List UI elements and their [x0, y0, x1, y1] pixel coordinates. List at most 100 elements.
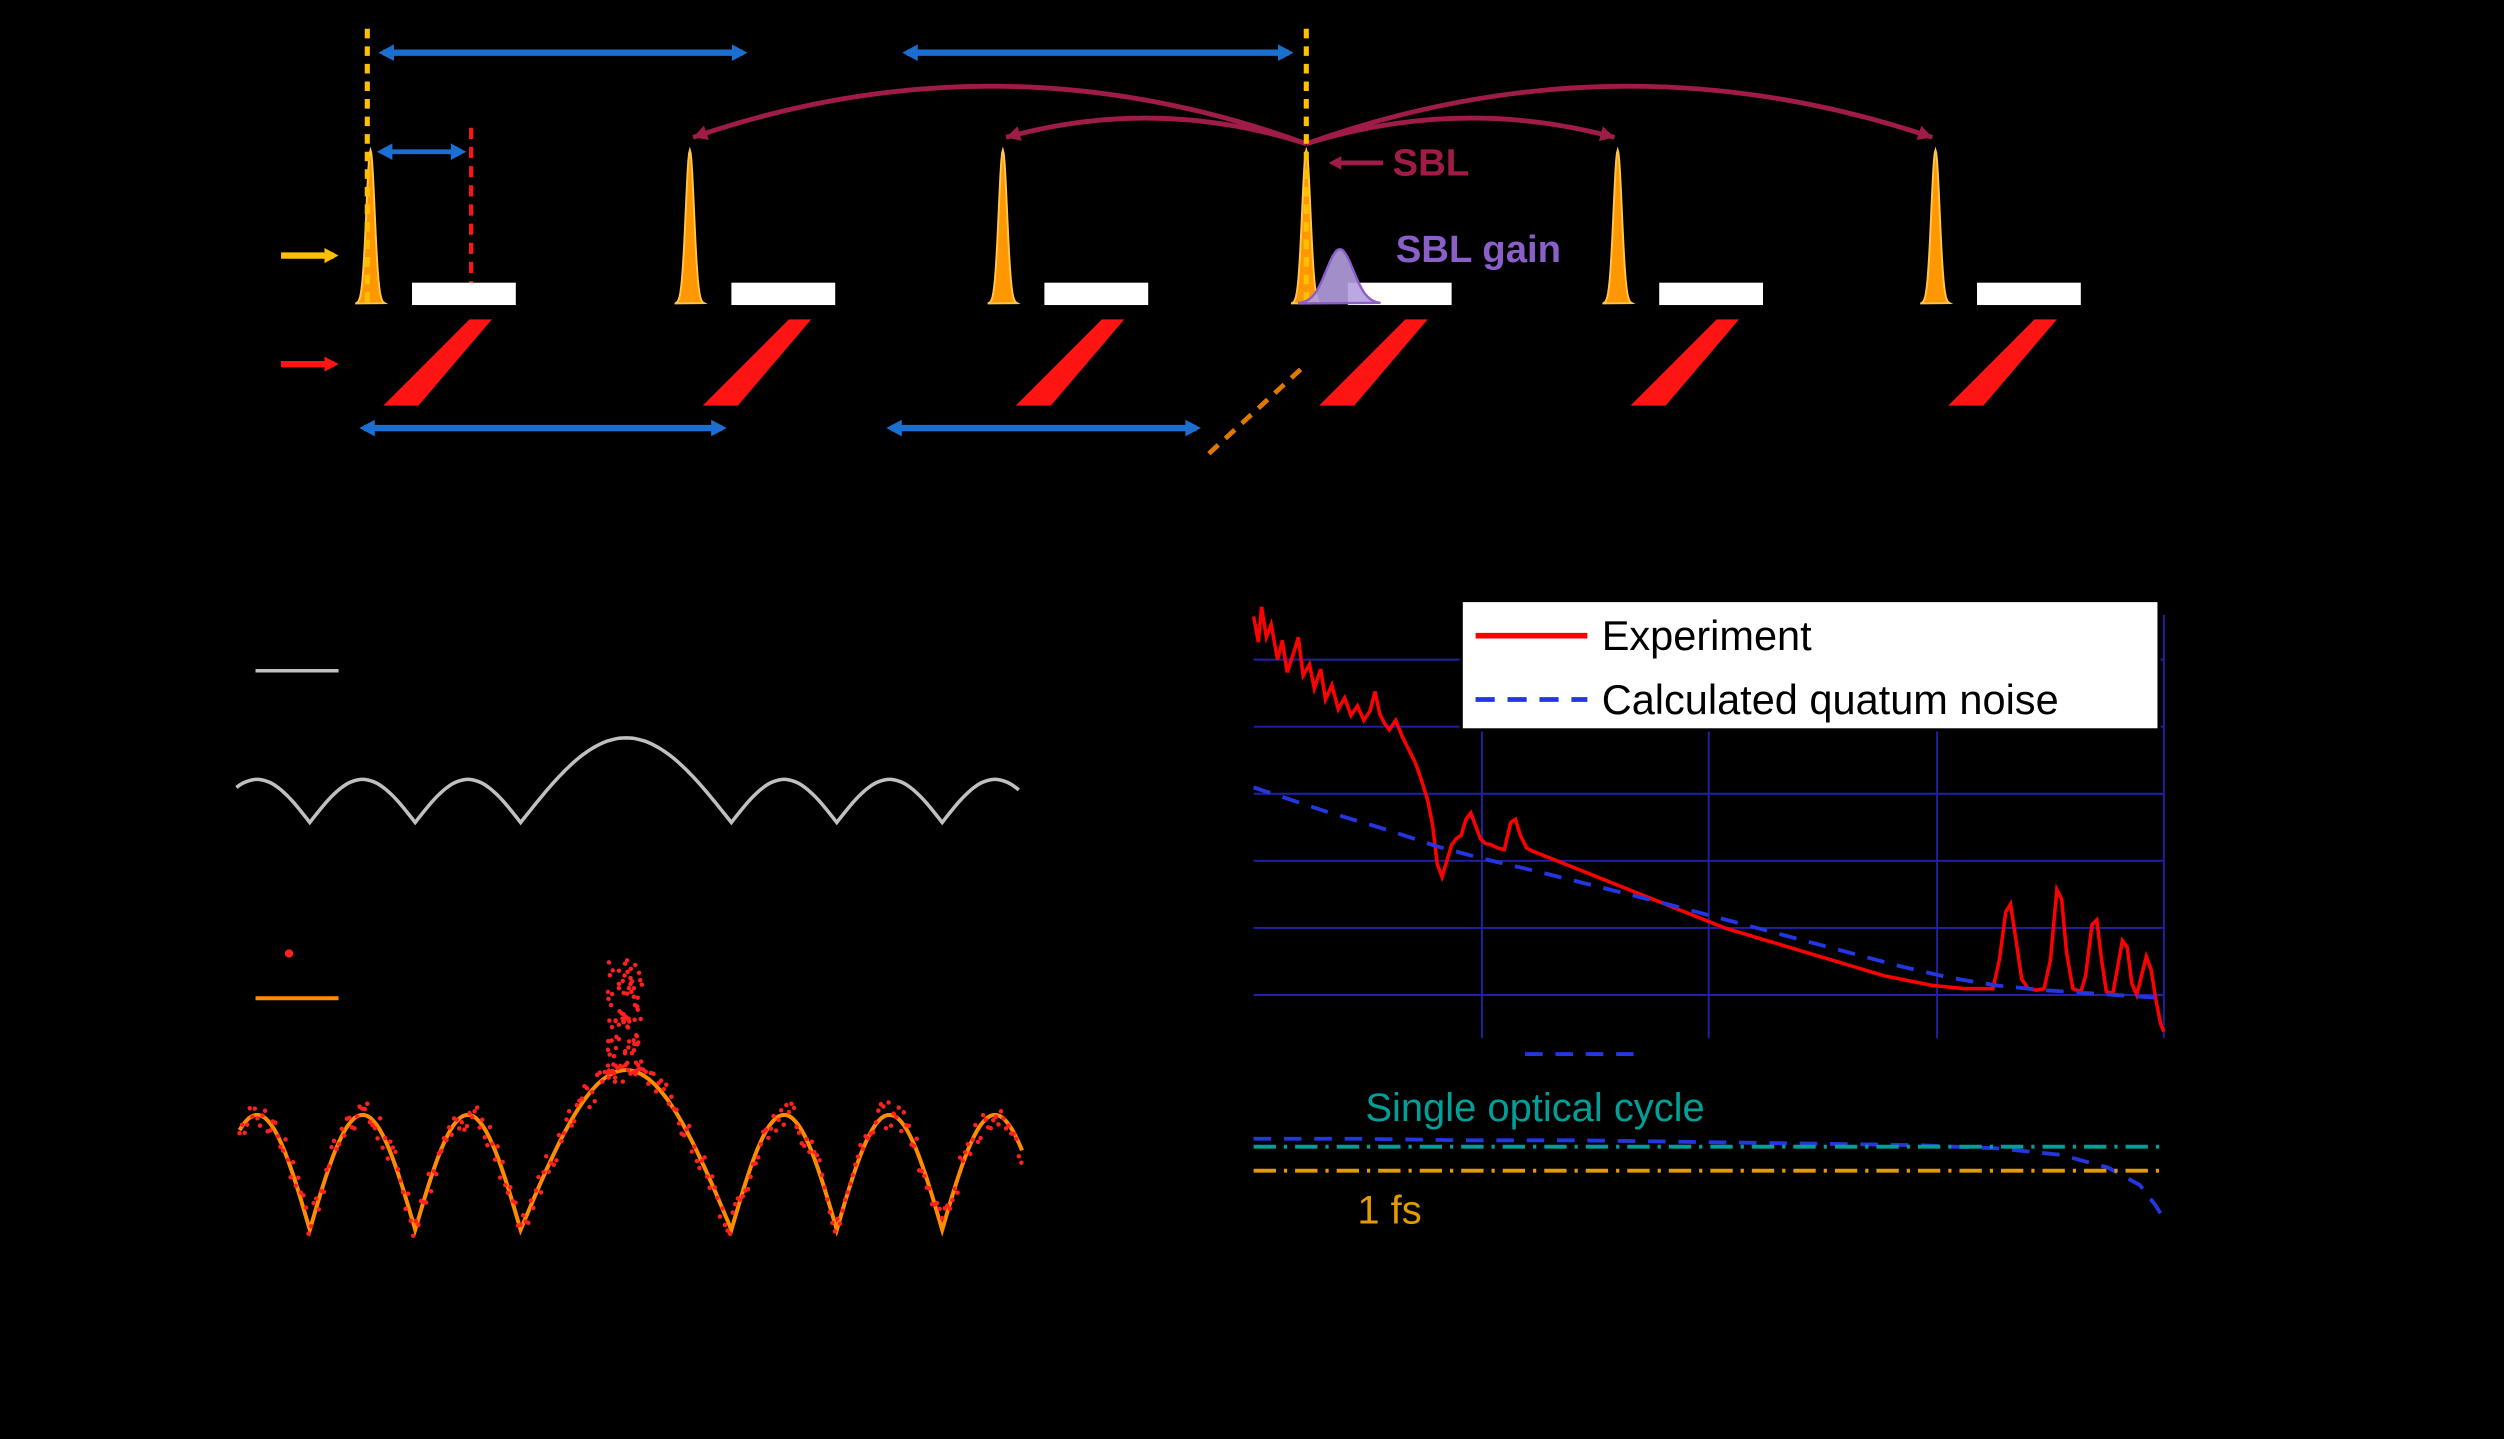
data-point [398, 1178, 403, 1183]
data-point [676, 1121, 682, 1126]
data-point [745, 1186, 751, 1192]
sbl-coupling-arc [1305, 83, 1934, 146]
sbl-label: SBL [1393, 142, 1470, 185]
spike-point [635, 1007, 641, 1012]
data-point [707, 1185, 712, 1191]
spike-point [621, 990, 626, 996]
data-point [824, 1197, 830, 1202]
input-arrowhead [324, 356, 339, 372]
data-point [837, 1221, 843, 1226]
data-point [365, 1101, 370, 1107]
data-point [763, 1127, 769, 1133]
repetition-period-arrow-right-head [731, 44, 748, 61]
data-point [334, 1146, 339, 1152]
data-point [306, 1231, 311, 1236]
data-point [278, 1144, 283, 1150]
data-point [814, 1153, 820, 1158]
spike-point [631, 1037, 636, 1043]
data-point [835, 1216, 840, 1222]
data-point [960, 1158, 965, 1164]
microresonator-bar [1977, 282, 2081, 306]
data-point [827, 1209, 833, 1215]
spike-point [625, 1060, 630, 1066]
spike-point [636, 1066, 642, 1072]
data-point [331, 1138, 337, 1144]
data-point [955, 1190, 960, 1195]
data-point [485, 1143, 490, 1148]
data-point [239, 1122, 245, 1127]
microresonator-bar [412, 282, 516, 306]
data-point [865, 1136, 871, 1141]
pump-pulse-slash [1630, 319, 1740, 406]
spike-point [616, 1036, 622, 1042]
spike-point [629, 989, 634, 995]
spike-point [632, 1017, 637, 1022]
input-arrowhead [324, 247, 339, 264]
data-point [625, 1067, 631, 1073]
data-point [730, 1210, 735, 1215]
data-point [561, 1130, 567, 1136]
spike-point [609, 1038, 614, 1043]
spike-point [626, 1039, 632, 1044]
data-point [380, 1145, 385, 1150]
pump-pulse-slash [702, 319, 812, 406]
data-point [692, 1144, 697, 1149]
data-point [554, 1158, 559, 1163]
spike-point [608, 1002, 614, 1008]
sbl-pointer-head [1328, 156, 1342, 170]
pump-period-arrow-left-head [359, 419, 375, 437]
data-point [784, 1102, 789, 1108]
data-point [492, 1157, 498, 1162]
data-point [413, 1218, 419, 1224]
spike-point [620, 1016, 625, 1021]
data-point [446, 1125, 452, 1130]
data-point [252, 1106, 258, 1111]
data-point [296, 1175, 301, 1180]
spike-point [605, 989, 611, 995]
data-point [850, 1172, 856, 1178]
data-point [988, 1125, 993, 1131]
data-point [939, 1215, 945, 1221]
microresonator-bar [1659, 282, 1764, 306]
series-experiment [1251, 606, 2166, 1033]
spike-point [616, 1022, 622, 1027]
data-point [572, 1118, 577, 1124]
data-point [957, 1155, 963, 1160]
spike-point [616, 981, 622, 987]
offset-delay-arrow-right-head [450, 143, 467, 161]
pump-pulse-slash [1015, 319, 1125, 406]
spike-point [607, 1018, 612, 1023]
spike-point [632, 1002, 638, 1008]
data-point [362, 1106, 367, 1112]
data-point [569, 1123, 574, 1128]
data-point [411, 1233, 416, 1238]
data-point [781, 1122, 787, 1127]
data-point [855, 1154, 861, 1159]
data-point [531, 1205, 536, 1211]
data-point [712, 1185, 718, 1190]
data-point [505, 1190, 511, 1195]
data-point [449, 1132, 454, 1137]
data-point [508, 1185, 513, 1190]
data-point [273, 1120, 278, 1125]
data-point [477, 1125, 482, 1130]
pump-period-arrow-right-head [711, 419, 727, 437]
data-point [242, 1130, 247, 1136]
data-point [768, 1126, 774, 1131]
data-point [978, 1135, 983, 1141]
data-point [538, 1190, 544, 1195]
data-point [891, 1111, 896, 1116]
spike-point [628, 981, 633, 987]
data-point [464, 1123, 470, 1129]
data-point [643, 1069, 649, 1075]
data-point [250, 1114, 255, 1119]
data-point [666, 1101, 672, 1107]
data-point [832, 1229, 838, 1234]
data-point [847, 1181, 853, 1187]
data-point [546, 1169, 551, 1174]
data-point [950, 1197, 955, 1203]
data-point [860, 1146, 866, 1152]
data-point [697, 1165, 702, 1171]
data-point [876, 1108, 881, 1113]
